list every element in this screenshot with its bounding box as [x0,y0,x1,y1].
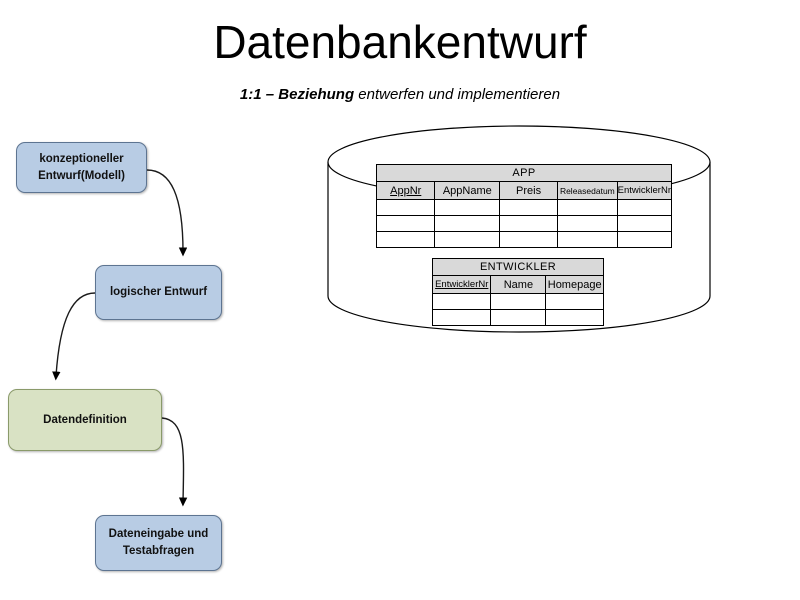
table-row[interactable] [375,231,673,248]
table-cell[interactable] [375,199,436,216]
table-title-row: APP [376,164,672,182]
table-cell[interactable] [375,231,436,248]
flow-box-label: konzeptioneller Entwurf(Modell) [38,152,125,182]
flow-box-label: Datendefinition [43,413,127,426]
table-cell[interactable] [545,293,604,310]
table-name: APP [376,164,672,182]
table-title-row: ENTWICKLER [432,258,604,276]
table-cell[interactable] [499,199,559,216]
table-row[interactable] [431,309,604,326]
arrow-konzept-to-logisch [146,169,188,257]
table-cell[interactable] [557,199,618,216]
table-row[interactable] [375,215,673,232]
table-cell[interactable] [557,231,618,248]
table-cell[interactable] [431,293,492,310]
table-cell[interactable] [545,309,604,326]
table-cell[interactable] [375,215,436,232]
column-header-entwicklernr: EntwicklerNr [431,275,492,294]
arrow-logisch-to-datendefinition [52,292,96,381]
table-cell[interactable] [616,231,673,248]
table-cell[interactable] [434,231,501,248]
table-name: ENTWICKLER [432,258,604,276]
column-header-preis: Preis [499,181,559,200]
table-row[interactable] [431,293,604,310]
table-cell[interactable] [490,309,547,326]
flow-box-logischer-entwurf[interactable]: logischer Entwurf [95,265,222,320]
column-header-name: Name [490,275,547,294]
db-table-app[interactable]: APP AppNr AppName Preis Releasedatum Ent… [375,164,673,248]
flow-box-label: logischer Entwurf [109,286,208,299]
flow-box-label: Dateneingabe und Testabfragen [108,528,209,557]
table-cell[interactable] [616,215,673,232]
table-cell[interactable] [434,215,501,232]
table-header-row: EntwicklerNr Name Homepage [431,275,604,294]
column-header-releasedatum: Releasedatum [557,181,618,200]
subtitle-emphasis: 1:1 – Beziehung [239,86,355,103]
table-cell[interactable] [499,215,559,232]
table-cell[interactable] [490,293,547,310]
subtitle-rest: entwerfen und implementieren [354,86,561,103]
table-cell[interactable] [434,199,501,216]
flow-box-datendefinition[interactable]: Datendefinition [8,389,162,451]
flow-box-dateneingabe-testabfragen[interactable]: Dateneingabe und Testabfragen [95,515,222,571]
arrow-datendefinition-to-eingabe [161,417,188,507]
column-header-appnr: AppNr [375,181,436,200]
table-row[interactable] [375,199,673,216]
page-title: Datenbankentwurf [213,16,587,68]
column-header-homepage: Homepage [545,275,604,294]
table-cell[interactable] [431,309,492,326]
page-subtitle: 1:1 – Beziehung entwerfen und implementi… [0,86,800,103]
table-cell[interactable] [616,199,673,216]
table-header-row: AppNr AppName Preis Releasedatum Entwick… [375,181,673,200]
table-cell[interactable] [557,215,618,232]
table-cell[interactable] [499,231,559,248]
flow-box-konzeptioneller-entwurf[interactable]: konzeptioneller Entwurf(Modell) [16,142,147,193]
column-header-appname: AppName [434,181,501,200]
db-table-entwickler[interactable]: ENTWICKLER EntwicklerNr Name Homepage [431,258,604,326]
column-header-entwicklernr-fk: EntwicklerNr [616,181,673,200]
